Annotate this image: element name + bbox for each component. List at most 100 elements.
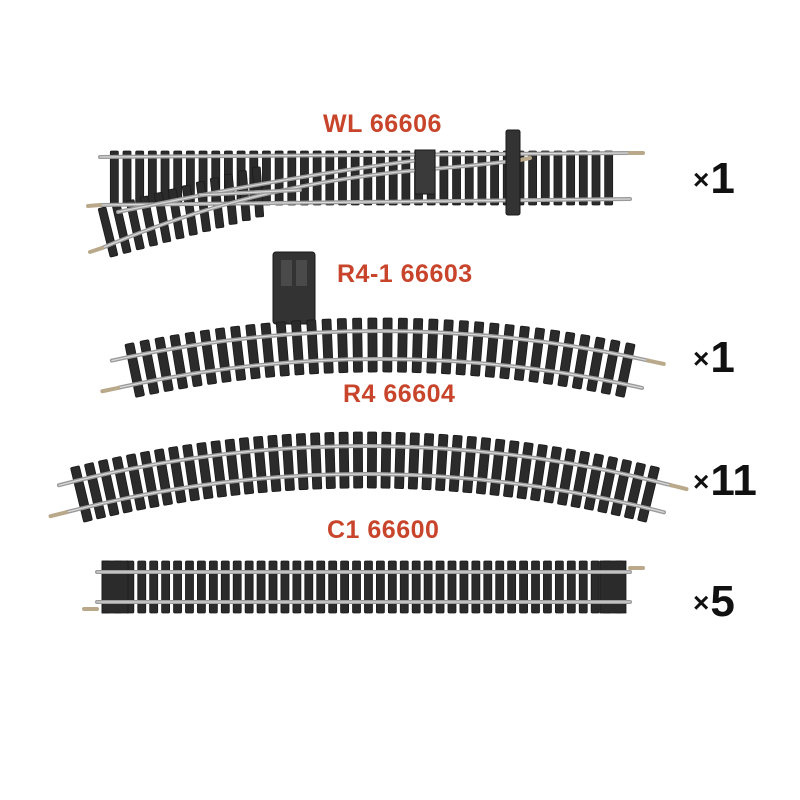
sleeper: [324, 432, 336, 489]
sleeper: [306, 319, 319, 375]
rail-joiner: [88, 246, 104, 254]
sleeper: [154, 336, 174, 392]
sleeper: [184, 331, 203, 387]
sleeper: [578, 560, 588, 614]
sleeper: [590, 560, 600, 614]
sleeper: [109, 150, 119, 206]
sleeper: [489, 438, 506, 496]
sleeper: [543, 560, 552, 614]
sleeper: [338, 431, 350, 489]
quantity-r4-66604: ×11: [693, 456, 757, 505]
sleeper: [455, 320, 469, 376]
rail-joiner: [518, 156, 532, 162]
sleeper: [439, 150, 449, 206]
sleeper: [364, 560, 373, 614]
sleeper: [352, 560, 361, 614]
rail-joiner: [669, 483, 689, 492]
piece-code-r4-66604: R4 66604: [343, 380, 456, 408]
sleeper: [352, 431, 364, 489]
sleeper: [397, 317, 408, 373]
sleeper: [366, 431, 378, 489]
sleeper: [380, 431, 392, 489]
sleeper: [185, 560, 194, 614]
sleeper: [215, 327, 232, 383]
sleeper: [459, 560, 469, 614]
piece-code-c1-66600: C1 66600: [327, 516, 440, 544]
point-motor-block: [272, 251, 316, 325]
sleeper: [441, 319, 454, 375]
sleeper: [197, 560, 206, 614]
sleeper: [477, 150, 487, 206]
sleeper: [312, 150, 322, 206]
sleeper: [161, 560, 171, 614]
sleeper: [268, 560, 278, 614]
sleeper: [411, 318, 424, 374]
sleeper: [540, 150, 550, 206]
sleeper: [586, 336, 606, 392]
sleeper: [280, 560, 290, 614]
sleeper: [448, 434, 463, 493]
sleeper: [375, 560, 385, 614]
sleeper: [578, 150, 588, 206]
sleeper: [475, 437, 492, 495]
sleeper: [245, 324, 261, 380]
quantity-c1-66600: ×5: [693, 577, 735, 626]
sleeper: [528, 150, 538, 206]
sleeper: [137, 560, 147, 614]
sleeper: [387, 560, 397, 614]
sleeper: [399, 560, 409, 614]
sleeper: [423, 560, 433, 614]
sleeper: [513, 325, 530, 381]
sleeper: [237, 170, 251, 222]
sleeper: [557, 331, 576, 387]
sleeper: [528, 327, 545, 383]
sleeper: [149, 560, 159, 614]
sleeper: [483, 560, 493, 614]
sleeper: [591, 150, 601, 206]
sleeper: [173, 560, 182, 614]
sleeper: [566, 150, 576, 206]
sleeper: [321, 318, 334, 374]
sleeper: [310, 432, 323, 490]
sleeper: [295, 433, 309, 491]
sleeper: [304, 560, 314, 614]
sleeper: [435, 560, 445, 614]
sleeper: [447, 560, 457, 614]
sleeper: [210, 440, 227, 498]
sleeper: [208, 560, 218, 614]
sleeper: [196, 442, 214, 500]
sleeper: [503, 440, 520, 498]
sleeper: [267, 434, 282, 493]
sleeper: [223, 173, 238, 225]
sleeper: [125, 199, 145, 251]
sleeper: [256, 560, 266, 614]
sleeper: [262, 150, 271, 206]
rail-joiner: [100, 385, 121, 394]
sleeper: [530, 444, 548, 502]
sleeper: [452, 150, 461, 206]
track-wl-66606-turnout: [86, 129, 645, 258]
sleeper: [566, 560, 576, 614]
sleeper: [292, 560, 302, 614]
sleeper: [244, 560, 254, 614]
rail-joiner: [86, 203, 102, 208]
sleeper: [224, 438, 241, 496]
end-sleeper: [101, 560, 129, 614]
sleeper: [169, 334, 188, 390]
sleeper: [572, 334, 591, 390]
rail-joiner: [48, 510, 69, 519]
sleeper: [495, 560, 505, 614]
sleeper: [401, 150, 411, 206]
sleeper: [484, 322, 500, 378]
sleeper: [238, 437, 255, 495]
sleeper: [182, 444, 200, 502]
piece-code-r4-1-66603: R4-1 66603: [337, 260, 473, 288]
sleeper: [388, 150, 398, 206]
sleeper: [426, 318, 439, 374]
sleeper: [376, 150, 385, 206]
sleeper: [411, 560, 421, 614]
sleeper: [382, 317, 393, 373]
sleeper: [516, 442, 534, 500]
sleeper: [499, 324, 515, 380]
